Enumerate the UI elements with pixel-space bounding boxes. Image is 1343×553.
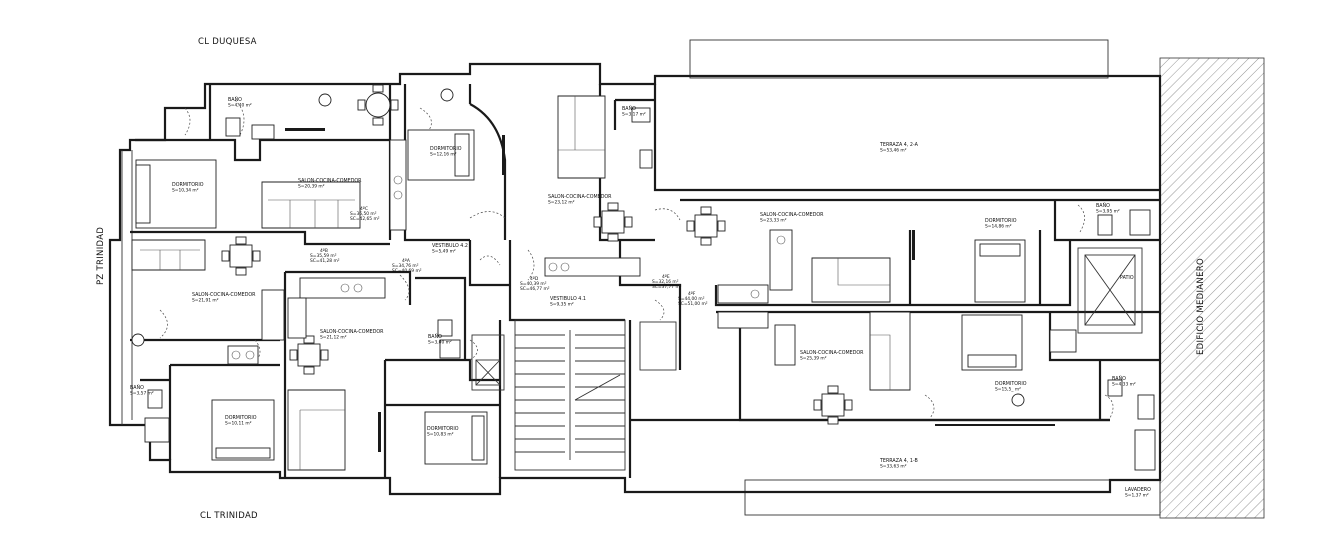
elevators xyxy=(471,247,1143,391)
unit-name-u2: 4ºB xyxy=(320,248,328,254)
room-area-r18: S=10,11 m² xyxy=(225,421,252,427)
room-area-r3: S=20,39 m² xyxy=(298,184,325,190)
unit-sc-u2: SC=41,28 m² xyxy=(310,258,340,264)
room-name-r8: SALON-COCINA-COMEDOR xyxy=(760,212,824,218)
north-terrace-edge xyxy=(689,39,1109,79)
room-area-r6: S=23,12 m² xyxy=(548,200,575,206)
stairwell xyxy=(514,319,626,471)
bathroom-fixtures xyxy=(131,88,1156,471)
room-name-r14: BAÑO xyxy=(428,333,442,340)
room-name-r12: SALON-COCINA-COMEDOR xyxy=(192,292,256,298)
room-name-r21: BAÑO xyxy=(1112,375,1126,382)
room-name-r13: SALON-COCINA-COMEDOR xyxy=(320,329,384,335)
room-area-r13: S=21,12 m² xyxy=(320,335,347,341)
unit-name-u6: 4ºF xyxy=(688,291,696,297)
room-name-r3: SALON-COCINA-COMEDOR xyxy=(298,178,362,184)
room-name-r17: BAÑO xyxy=(130,384,144,391)
kitchens xyxy=(227,139,796,366)
unit-sc-u6: SC=51,00 m² xyxy=(678,301,708,307)
room-area-r1: S=4,40 m² xyxy=(228,103,252,109)
room-name-r4: DORMITORIO xyxy=(430,146,462,152)
unit-name-u1: 4ºC xyxy=(360,206,368,212)
room-area-r9: S=14,86 m² xyxy=(985,224,1012,230)
unit-name-u3: 4ºA xyxy=(402,258,410,264)
room-name-r9: DORMITORIO xyxy=(985,218,1017,224)
street-east: EDIFICIO MEDIANERO xyxy=(1196,258,1206,355)
room-name-r1: BAÑO xyxy=(228,96,242,103)
door-swings xyxy=(159,99,1114,419)
unit-area-u4: S=40,39 m² xyxy=(520,281,547,287)
room-name-r16: SALON-COCINA-COMEDOR xyxy=(800,350,864,356)
unit-area-u3: S=34,76 m² xyxy=(392,263,419,269)
shaft-label: PATIO xyxy=(1120,275,1134,281)
room-area-r10: S=3,95 m² xyxy=(1096,209,1120,215)
room-area-r8: S=23,33 m² xyxy=(760,218,787,224)
unit-sc-u1: SC=42,65 m² xyxy=(350,216,380,222)
neighbor-building xyxy=(1159,57,1265,519)
room-area-r21: S=4,33 m² xyxy=(1112,382,1136,388)
room-name-r22: TERRAZA 4, 1-B xyxy=(879,458,918,464)
room-name-r5: BAÑO xyxy=(622,105,636,112)
street-south: CL TRINIDAD xyxy=(200,511,258,521)
unit-area-u5: S=32,16 m² xyxy=(652,279,679,285)
unit-area-u1: S=36,50 m² xyxy=(350,211,377,217)
room-name-r10: BAÑO xyxy=(1096,202,1110,209)
sofas xyxy=(131,95,911,471)
unit-sc-u4: SC=46,77 m² xyxy=(520,286,550,292)
room-area-r22: S=33,63 m² xyxy=(880,464,907,470)
room-area-r4: S=12,16 m² xyxy=(430,152,457,158)
room-name-r23: LAVADERO xyxy=(1125,487,1151,493)
room-name-r18: DORMITORIO xyxy=(225,415,257,421)
unit-sc-u5: SC=37,77 m² xyxy=(652,284,682,290)
street-west: PZ TRINIDAD xyxy=(96,227,106,285)
window-marks xyxy=(285,128,1055,452)
room-name-r6: SALON-COCINA-COMEDOR xyxy=(548,194,612,200)
unit-area-u6: S=44,00 m² xyxy=(678,296,705,302)
room-name-r11: VESTIBULO 4.2 xyxy=(432,243,468,249)
room-name-r15: VESTIBULO 4.1 xyxy=(550,296,586,302)
unit-name-u4: 4ºD xyxy=(530,276,539,282)
street-north: CL DUQUESA xyxy=(198,37,257,47)
room-name-r2: DORMITORIO xyxy=(172,182,204,188)
unit-area-u2: S=35,59 m² xyxy=(310,253,337,259)
building-outline xyxy=(108,62,1162,496)
room-area-r15: S=9,35 m² xyxy=(550,302,574,308)
dining-tables xyxy=(221,84,853,425)
south-terrace-edge xyxy=(744,479,1161,516)
room-name-r7: TERRAZA 4, 2-A xyxy=(879,142,919,148)
room-area-r23: S=1,37 m² xyxy=(1125,493,1149,499)
room-area-r17: S=3,57 m² xyxy=(130,391,154,397)
room-name-r20: DORMITORIO xyxy=(995,381,1027,387)
room-area-r16: S=25,39 m² xyxy=(800,356,827,362)
room-area-r19: S=10,83 m² xyxy=(427,432,454,438)
room-area-r7: S=53,46 m² xyxy=(880,148,907,154)
room-name-r19: DORMITORIO xyxy=(427,426,459,432)
room-area-r11: S=5,49 m² xyxy=(432,249,456,255)
room-area-r2: S=10,34 m² xyxy=(172,188,199,194)
unit-name-u5: 4ºE xyxy=(662,274,670,280)
room-area-r20: S=15,5_ m² xyxy=(995,387,1021,393)
room-area-r12: S=21,91 m² xyxy=(192,298,219,304)
room-area-r5: S=3,17 m² xyxy=(622,112,646,118)
unit-sc-u3: SC=40,69 m² xyxy=(392,268,422,274)
room-area-r14: S=3,00 m² xyxy=(428,340,452,346)
beds xyxy=(135,129,1026,465)
